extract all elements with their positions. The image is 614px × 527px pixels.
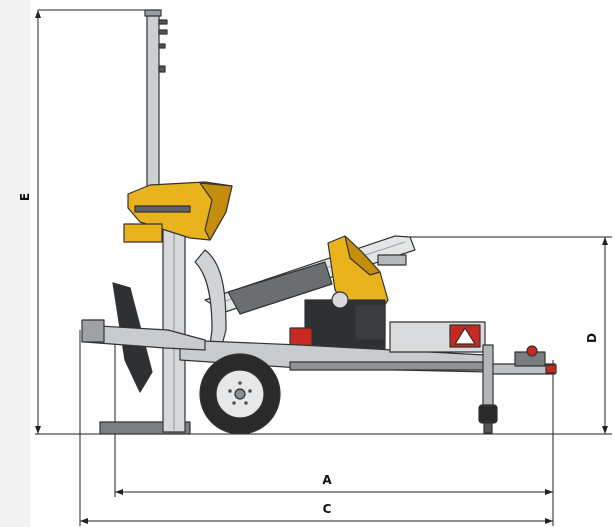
background-haze (0, 0, 30, 527)
arm-end-block (81, 319, 105, 343)
cylinder-bracket (227, 261, 333, 315)
rod-fitting-2 (158, 29, 168, 35)
dim-e-label: E (18, 193, 32, 201)
rod-fitting-3 (158, 43, 166, 49)
dimension-lines (35, 9, 612, 526)
head-bar (134, 205, 191, 213)
hitch-safety-tag (545, 364, 557, 374)
machine (81, 9, 557, 435)
engine-pulley (331, 291, 349, 309)
cylinder-end-block (377, 254, 407, 266)
rod-fitting-1 (158, 19, 168, 25)
jockey-leg (482, 344, 494, 406)
dim-d-label: D (585, 333, 599, 343)
chassis-beam (289, 361, 486, 371)
rod-fitting-4 (158, 65, 166, 73)
reflector-triangle (454, 327, 476, 345)
wheel-lug-nuts (228, 381, 252, 405)
hitch-knob (526, 345, 538, 357)
jockey-foot (483, 422, 493, 434)
engine-head (354, 304, 386, 341)
head-plate-lower (123, 223, 163, 243)
jockey-wheel (478, 404, 498, 424)
upper-rod-cap (144, 9, 162, 17)
dim-a-label: A (322, 473, 332, 487)
wheel-hub (234, 388, 246, 400)
engine-guard-shadow (344, 235, 381, 276)
splitting-head-side (199, 182, 233, 241)
handle-bar (194, 249, 227, 346)
upper-rod (146, 11, 160, 193)
dim-c-label: C (323, 502, 332, 516)
